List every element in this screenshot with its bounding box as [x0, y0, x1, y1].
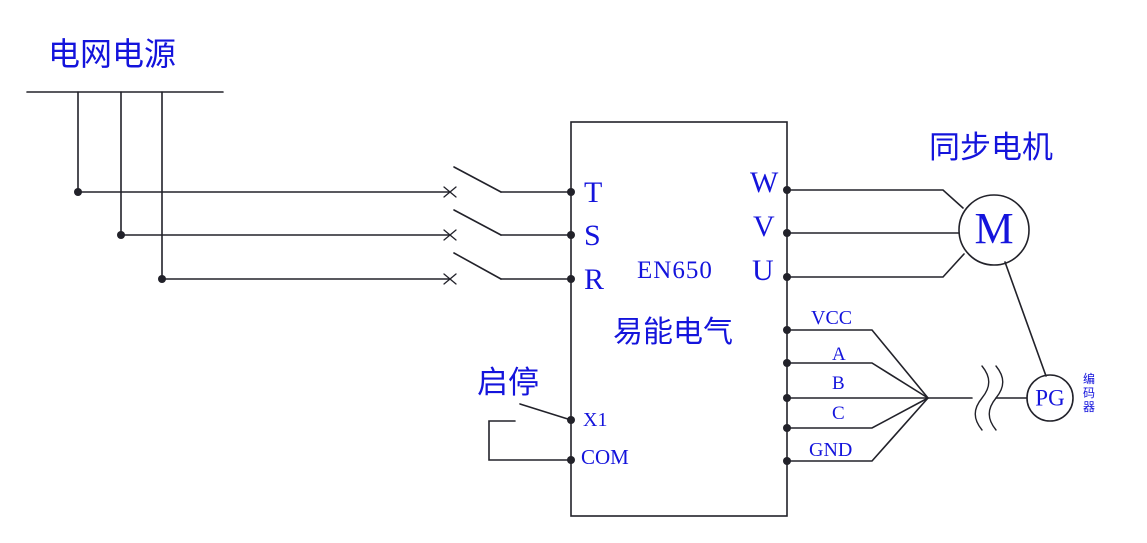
terminal-dot-t — [567, 188, 575, 196]
terminal-label-c: C — [832, 403, 845, 424]
terminal-dot-w — [783, 186, 791, 194]
terminal-label-x1: X1 — [583, 409, 608, 431]
pg-symbol-label: PG — [1035, 385, 1065, 411]
encoder-wire-a — [786, 362, 929, 399]
encoder-name-label: 编码器 — [1082, 372, 1095, 414]
junction-dot — [158, 275, 166, 283]
encoder-wire-vcc — [786, 329, 929, 399]
terminal-label-b: B — [832, 373, 845, 394]
breaker-contact-cross-r — [443, 273, 457, 285]
start-stop-label: 启停 — [477, 365, 539, 400]
encoder-wire-c — [786, 397, 929, 429]
terminal-label-vcc: VCC — [811, 307, 853, 329]
terminal-label-gnd: GND — [809, 439, 853, 461]
encoder-wire-gnd — [786, 397, 929, 462]
grid-power-label: 电网电源 — [48, 36, 177, 72]
terminal-label-com: COM — [581, 445, 629, 469]
output-wire-u — [786, 253, 965, 278]
terminal-label-u: U — [752, 254, 774, 287]
start-stop-blade — [519, 403, 572, 421]
terminal-dot-b — [783, 394, 791, 402]
breaker-blade-t — [453, 166, 502, 193]
junction-dot — [117, 231, 125, 239]
breaker-blade-r — [453, 252, 502, 280]
terminal-label-a: A — [832, 344, 846, 365]
breaker-contact-cross-t — [443, 186, 457, 198]
motor-to-encoder-shaft — [1004, 261, 1047, 377]
breaker-blade-s — [453, 209, 502, 236]
cable-break-curve-1 — [974, 365, 990, 431]
motor-name-label: 同步电机 — [929, 130, 1053, 165]
junction-dot — [74, 188, 82, 196]
terminal-dot-u — [783, 273, 791, 281]
pg-encoder-circle — [1026, 374, 1074, 422]
terminal-dot-gnd — [783, 457, 791, 465]
terminal-dot-a — [783, 359, 791, 367]
terminal-dot-r — [567, 275, 575, 283]
output-wire-w — [786, 189, 964, 209]
terminal-label-v: V — [753, 210, 775, 243]
motor-circle — [958, 194, 1030, 266]
terminal-label-s: S — [584, 219, 601, 252]
breaker-contact-cross-s — [443, 229, 457, 241]
terminal-dot-com — [567, 456, 575, 464]
terminal-label-r: R — [584, 263, 605, 296]
inverter-box — [570, 121, 788, 517]
terminal-label-w: W — [750, 166, 779, 199]
motor-symbol-label: M — [974, 204, 1014, 254]
terminal-dot-c — [783, 424, 791, 432]
terminal-dot-x1 — [567, 416, 575, 424]
inverter-model-label: EN650 — [637, 257, 713, 284]
terminal-dot-vcc — [783, 326, 791, 334]
terminal-dot-v — [783, 229, 791, 237]
inverter-brand-label: 易能电气 — [613, 316, 733, 349]
junction-dots — [74, 186, 791, 465]
terminal-label-t: T — [584, 176, 603, 209]
terminal-dot-s — [567, 231, 575, 239]
start-stop-loop — [488, 420, 572, 461]
